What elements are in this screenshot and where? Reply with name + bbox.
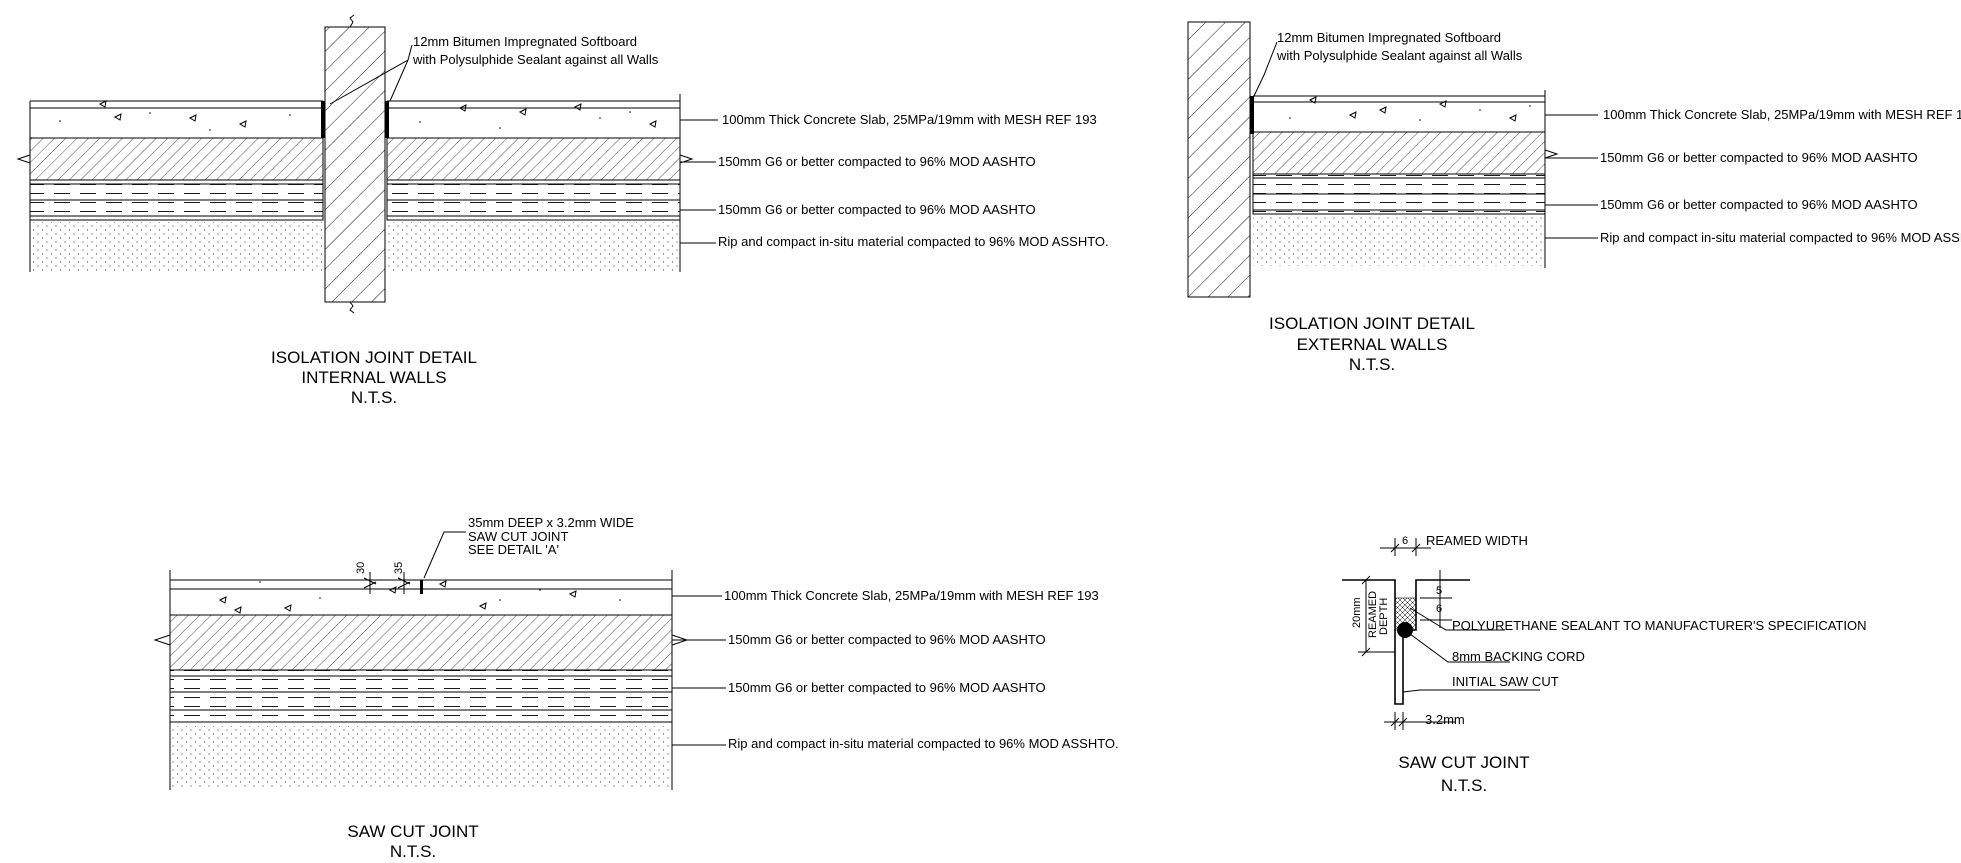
layer-label-slab: 100mm Thick Concrete Slab, 25MPa/19mm wi… — [722, 112, 1097, 127]
break-line-left — [16, 154, 31, 164]
detail-title-line-1: ISOLATION JOINT DETAIL — [1269, 314, 1475, 333]
softboard-joint — [1250, 96, 1254, 134]
wall-note-line-1: 12mm Bitumen Impregnated Softboard — [1277, 30, 1501, 45]
sealant-label: POLYURETHANE SEALANT TO MANUFACTURER'S S… — [1452, 618, 1866, 633]
concrete-aggregate — [218, 580, 621, 614]
wall-note-leader — [1253, 41, 1278, 97]
cord-leader — [1409, 633, 1510, 663]
layer-leaders — [680, 119, 718, 244]
pavement-section-right — [386, 94, 681, 272]
cut-note-line-2: SAW CUT JOINT — [468, 529, 568, 544]
layer-label-g6-upper: 150mm G6 or better compacted to 96% MOD … — [728, 632, 1046, 647]
wall-note-leader — [329, 44, 413, 105]
softboard-joint-right — [385, 101, 389, 138]
detail-external-walls: 12mm Bitumen Impregnated Softboard with … — [1187, 21, 1961, 374]
depth-value: 20mm — [1351, 597, 1363, 628]
layer-label-insitu: Rip and compact in-situ material compact… — [718, 234, 1109, 249]
wall-section — [324, 14, 386, 314]
break-line-left — [153, 634, 171, 646]
sealant-leader — [1409, 607, 1505, 631]
pavement-section-left — [29, 100, 324, 272]
concrete-aggregate — [1289, 96, 1531, 122]
concrete-aggregate — [59, 100, 657, 131]
detail-title-line-1: SAW CUT JOINT — [347, 822, 478, 841]
detail-title-line-3: N.T.S. — [1349, 355, 1395, 374]
wall-note-line-1: 12mm Bitumen Impregnated Softboard — [413, 34, 637, 49]
detail-internal-walls: 12mm Bitumen Impregnated Softboard with … — [16, 14, 1109, 407]
saw-cut-leader — [1402, 689, 1540, 693]
layer-label-g6-lower: 150mm G6 or better compacted to 96% MOD … — [728, 680, 1046, 695]
cut-depth-dims — [363, 572, 411, 594]
backing-cord — [1397, 622, 1413, 638]
saw-cut — [420, 580, 423, 594]
dim-mid-value: 6 — [1436, 603, 1442, 615]
wall-note-line-2: with Polysulphide Sealant against all Wa… — [412, 52, 659, 67]
cut-note-line-1: 35mm DEEP x 3.2mm WIDE — [468, 515, 634, 530]
wall-note-line-2: with Polysulphide Sealant against all Wa… — [1276, 48, 1523, 63]
layer-label-insitu: Rip and compact in-situ material compact… — [728, 736, 1119, 751]
layer-leaders — [1545, 114, 1598, 239]
right-dims — [1420, 570, 1470, 628]
wall-section — [1187, 21, 1251, 298]
dim-top-value: 5 — [1436, 585, 1442, 597]
pavement-section — [1252, 90, 1546, 268]
detail-saw-cut-section: 30 35 35mm DEEP x 3.2mm WIDE SAW CUT JOI… — [153, 515, 1119, 861]
cord-label: 8mm BACKING CORD — [1452, 649, 1585, 664]
reamed-width-label: REAMED WIDTH — [1426, 533, 1528, 548]
reamed-width-dim — [1380, 538, 1431, 556]
depth-label-line-2: DEPTH — [1378, 598, 1390, 635]
cut-width-label: 3.2mm — [1425, 712, 1465, 727]
dim-30: 30 — [355, 562, 367, 574]
cut-note-line-3: SEE DETAIL 'A' — [468, 542, 559, 557]
layer-leaders — [672, 595, 726, 746]
layer-label-g6-upper: 150mm G6 or better compacted to 96% MOD … — [718, 154, 1036, 169]
layer-label-slab: 100mm Thick Concrete Slab, 25MPa/19mm wi… — [724, 588, 1099, 603]
cut-note-leader — [423, 531, 466, 579]
pavement-section — [169, 570, 673, 790]
saw-cut-label: INITIAL SAW CUT — [1452, 674, 1559, 689]
depth-label-line-1: REAMED — [1367, 591, 1379, 638]
detail-title-line-2: N.T.S. — [1441, 776, 1487, 795]
detail-title-line-2: INTERNAL WALLS — [301, 368, 446, 387]
detail-title-line-3: N.T.S. — [351, 388, 397, 407]
detail-title-line-1: ISOLATION JOINT DETAIL — [271, 348, 477, 367]
detail-saw-cut-closeup: 6 REAMED WIDTH 5 6 20mm REAMED DEPTH POL… — [1342, 533, 1866, 795]
break-line-right — [1544, 149, 1559, 159]
reamed-width-value: 6 — [1402, 535, 1408, 547]
cut-width-dim — [1384, 712, 1455, 730]
layer-label-g6-lower: 150mm G6 or better compacted to 96% MOD … — [718, 202, 1036, 217]
reamed-depth-dim — [1342, 575, 1395, 657]
detail-title-line-2: N.T.S. — [390, 842, 436, 861]
detail-title-line-1: SAW CUT JOINT — [1398, 753, 1529, 772]
softboard-joint-left — [321, 101, 325, 138]
layer-label-g6-lower: 150mm G6 or better compacted to 96% MOD … — [1600, 197, 1918, 212]
layer-label-slab: 100mm Thick Concrete Slab, 25MPa/19mm wi… — [1603, 107, 1961, 122]
layer-label-g6-upper: 150mm G6 or better compacted to 96% MOD … — [1600, 150, 1918, 165]
layer-label-insitu: Rip and compact in-situ material compact… — [1600, 230, 1961, 245]
dim-35: 35 — [393, 562, 405, 574]
detail-title-line-2: EXTERNAL WALLS — [1297, 335, 1448, 354]
